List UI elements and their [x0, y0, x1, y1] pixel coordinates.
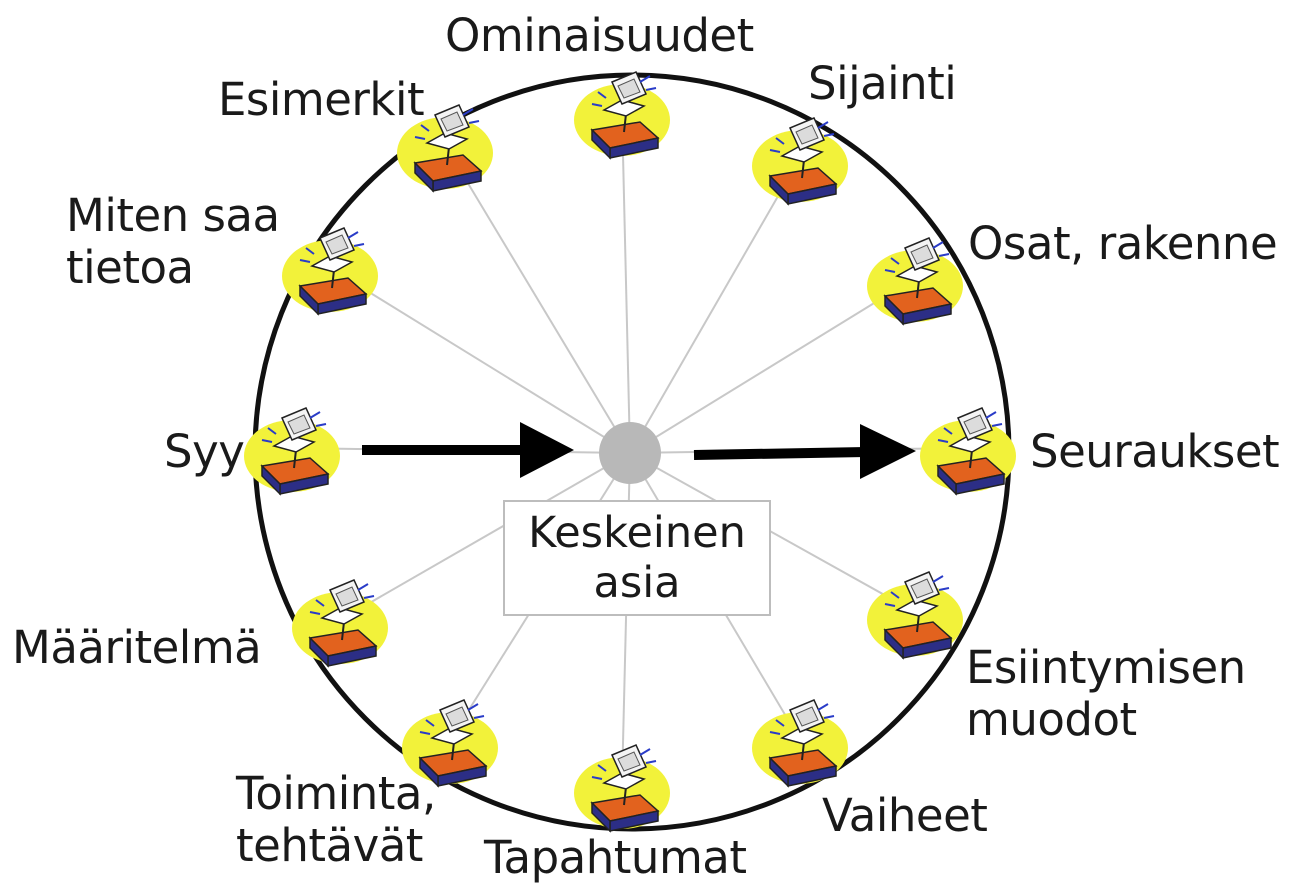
node-label-tapahtumat: Tapahtumat	[484, 832, 747, 884]
center-hub	[599, 422, 661, 484]
spoke-esimerkit	[445, 145, 630, 453]
node-label-syy: Syy	[164, 426, 244, 478]
central-topic-label: Keskeinen asia	[528, 508, 746, 608]
computer-clipart-icon-esiintymisen	[867, 572, 963, 658]
node-label-miten: Miten saa tietoa	[66, 190, 280, 294]
node-label-esiintymisen: Esiintymisen muodot	[966, 642, 1246, 746]
computer-clipart-icon-tapahtumat	[574, 745, 670, 831]
computer-clipart-icon-ominaisuudet	[574, 72, 670, 158]
node-label-vaiheet: Vaiheet	[822, 790, 987, 842]
central-topic-box: Keskeinen asia	[503, 500, 771, 616]
computer-clipart-icon-vaiheet	[752, 700, 848, 786]
spoke-sijainti	[630, 158, 800, 453]
arrow-cause-to-center	[362, 422, 574, 478]
computer-clipart-icon-miten	[282, 228, 378, 314]
spoke-osat	[630, 278, 915, 453]
node-label-ominaisuudet: Ominaisuudet	[445, 10, 754, 62]
node-label-osat: Osat, rakenne	[968, 218, 1277, 270]
node-label-toiminta: Toiminta, tehtävät	[236, 768, 436, 872]
node-label-seuraukset: Seuraukset	[1030, 426, 1279, 478]
spoke-miten	[330, 268, 630, 453]
node-label-sijainti: Sijainti	[808, 58, 956, 110]
spoke-ominaisuudet	[622, 112, 630, 453]
node-label-maaritelma: Määritelmä	[12, 622, 261, 674]
computer-clipart-icon-maaritelma	[292, 580, 388, 666]
arrow-center-to-consequence	[694, 424, 916, 479]
node-label-esimerkit: Esimerkit	[218, 74, 424, 126]
computer-clipart-icon-seuraukset	[920, 408, 1016, 494]
